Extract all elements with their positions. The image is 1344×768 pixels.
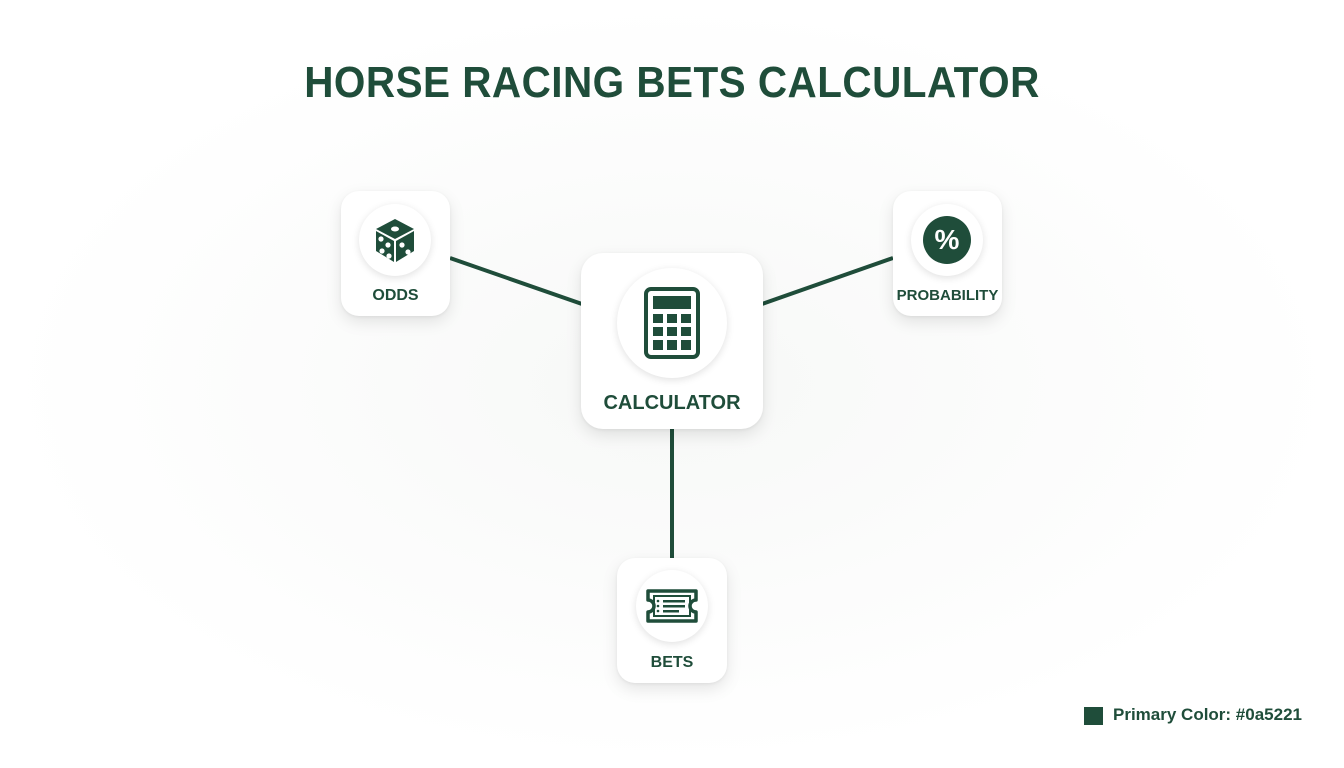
node-bets[interactable]: BETS xyxy=(617,558,727,683)
legend-swatch xyxy=(1084,707,1103,725)
node-label-odds: ODDS xyxy=(372,287,419,304)
node-calculator[interactable]: CALCULATOR xyxy=(581,253,763,429)
node-label-bets: BETS xyxy=(650,654,694,671)
ticket-icon xyxy=(636,570,708,642)
legend-text: Primary Color: #0a5221 xyxy=(1113,705,1302,724)
node-odds[interactable]: ODDS xyxy=(341,191,450,316)
percent-icon: % xyxy=(911,204,983,276)
node-label-probability: PROBABILITY xyxy=(896,287,999,304)
calculator-icon xyxy=(617,268,727,378)
edge-odds-calculator xyxy=(449,256,583,306)
node-probability[interactable]: % PROBABILITY xyxy=(893,191,1002,316)
node-label-calculator: CALCULATOR xyxy=(603,392,741,414)
svg-text:%: % xyxy=(935,224,960,255)
edge-probability-calculator xyxy=(761,256,894,306)
dice-icon xyxy=(359,204,431,276)
page-title: HORSE RACING BETS CALCULATOR xyxy=(304,58,1040,107)
